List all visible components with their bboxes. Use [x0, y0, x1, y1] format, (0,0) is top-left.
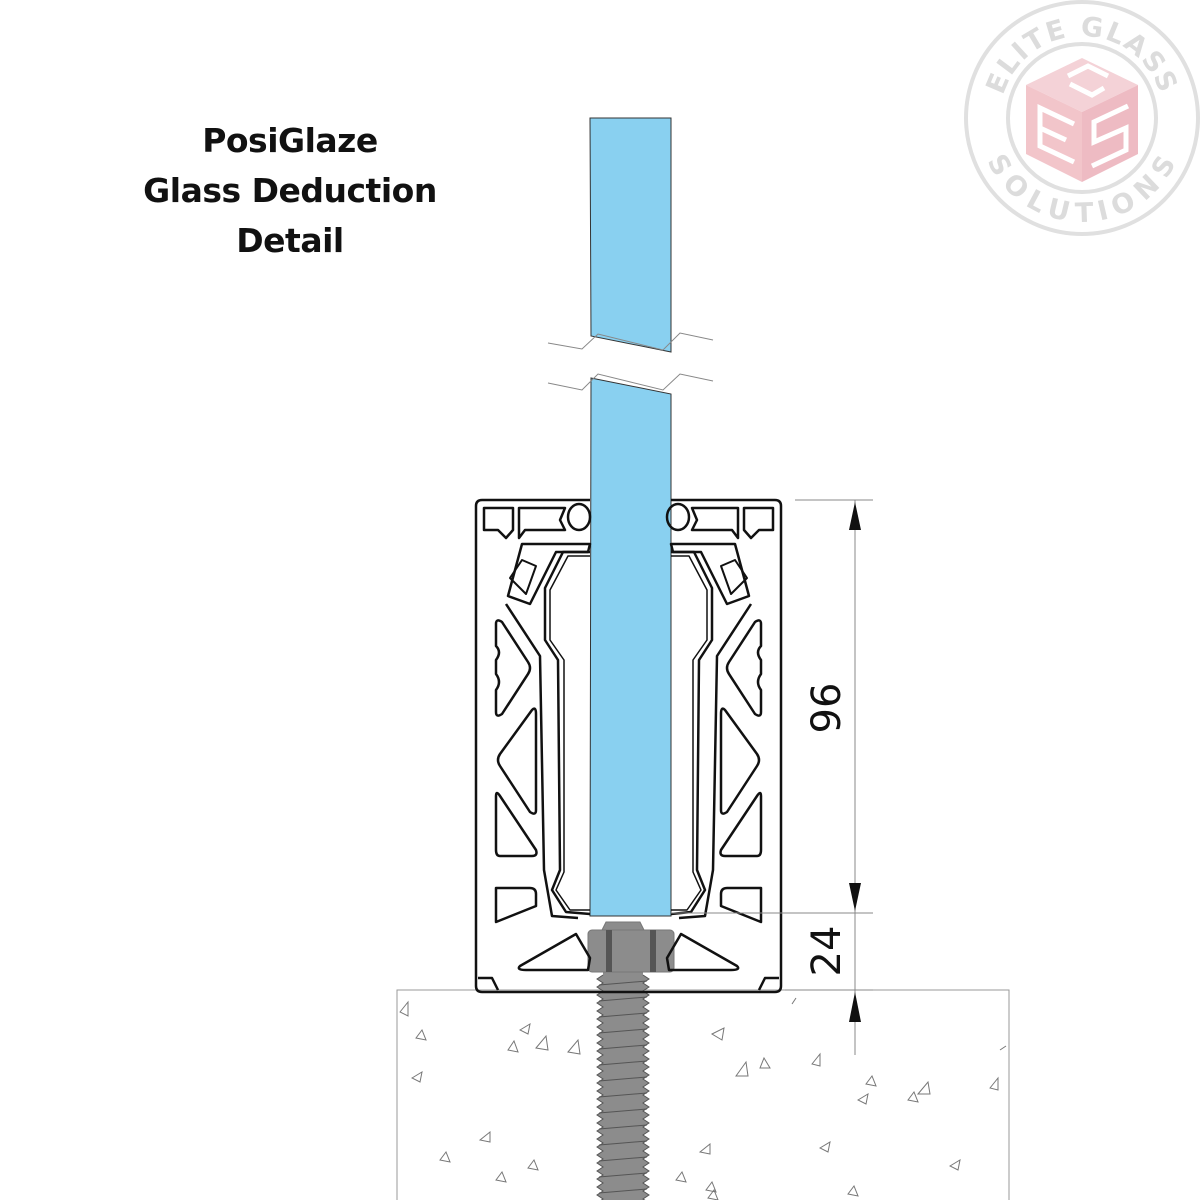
anchor-bolt	[587, 921, 675, 1200]
dimension-96: 96	[804, 683, 850, 734]
logo-outer-ring	[964, 0, 1200, 236]
arrow-up-icon	[849, 992, 861, 1022]
hex-nut	[587, 921, 675, 973]
arrow-down-icon	[849, 883, 861, 911]
dimension-24: 24	[804, 926, 850, 977]
aggregate-pattern	[399, 997, 1007, 1200]
dimension-lines: 96 24	[671, 499, 873, 1055]
title-line-2: Glass Deduction	[143, 171, 437, 210]
concrete-substrate	[396, 989, 1010, 1200]
title-line-3: Detail	[236, 221, 344, 260]
break-lines	[547, 332, 714, 391]
channel-profile	[474, 498, 783, 994]
glass-panel	[589, 117, 672, 917]
drawing-title: PosiGlaze Glass Deduction Detail	[140, 116, 440, 266]
logo-inner-ring	[1006, 42, 1158, 194]
logo-cube-icon	[1026, 58, 1138, 182]
arrow-up-icon	[849, 502, 861, 530]
title-line-1: PosiGlaze	[202, 121, 378, 160]
